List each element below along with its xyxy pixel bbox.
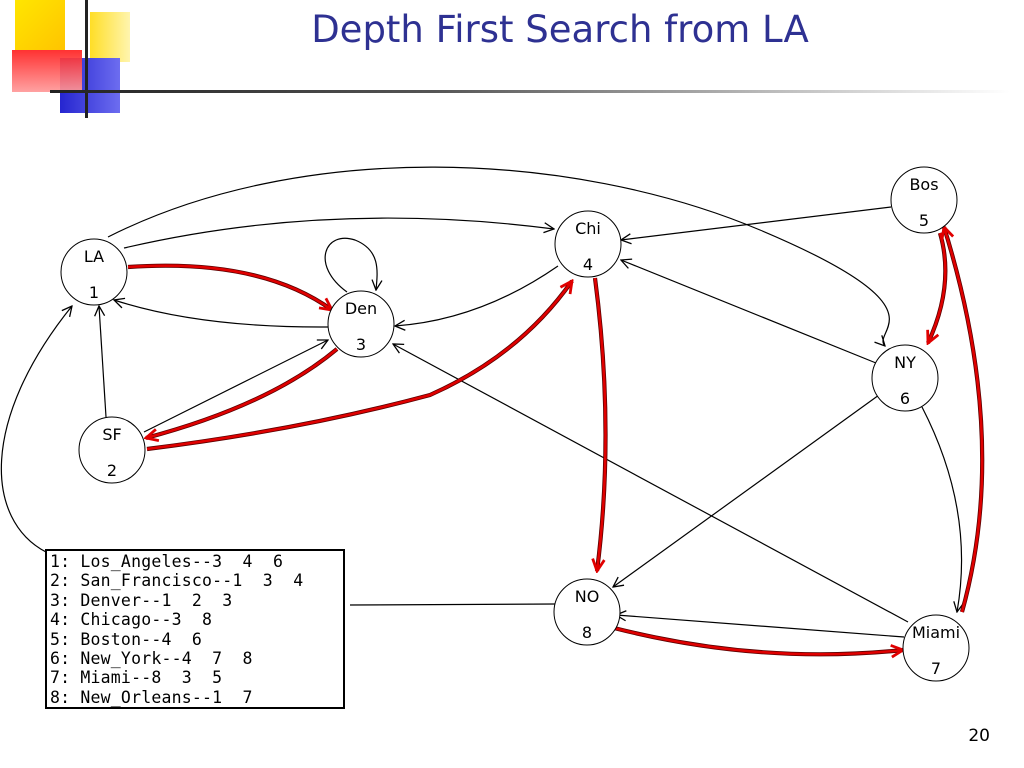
- node-number-label: 7: [931, 659, 941, 678]
- node-number-label: 4: [583, 255, 593, 274]
- adjacency-row: 2: San_Francisco--1 3 4: [50, 571, 304, 591]
- edge-sf-den: [143, 340, 328, 433]
- edge-chi-den: [395, 265, 559, 326]
- node-name-label: NY: [894, 353, 916, 372]
- edge-miami-den: [393, 344, 909, 623]
- slide-title: Depth First Search from LA: [311, 8, 809, 51]
- node-la: LA 1: [60, 238, 128, 306]
- node-miami: Miami 7: [902, 614, 970, 682]
- edge-den-la: [114, 300, 330, 328]
- dfs-edge-la-den: [127, 264, 332, 310]
- node-circle: [554, 210, 622, 278]
- node-circle: [327, 290, 395, 358]
- node-number-label: 5: [919, 211, 929, 230]
- dfs-edge-outline-la-den: [127, 263, 334, 312]
- deco-red-square: [12, 50, 82, 92]
- page-number: 20: [968, 726, 990, 746]
- edge-ny-no: [613, 394, 880, 587]
- node-name-label: Chi: [575, 219, 601, 238]
- adjacency-row: 6: New_York--4 7 8: [50, 649, 253, 669]
- node-number-label: 1: [89, 283, 99, 302]
- edge-miami-no: [616, 615, 905, 638]
- node-circle: [553, 578, 621, 646]
- deco-yellow-square: [15, 0, 65, 50]
- edge-la-chi: [123, 217, 554, 249]
- node-number-label: 6: [900, 389, 910, 408]
- adjacency-row: 8: New_Orleans--1 7: [50, 687, 253, 707]
- dfs-edge-sf-chi: [146, 281, 572, 451]
- node-name-label: LA: [84, 247, 104, 266]
- node-circle: [60, 238, 128, 306]
- dfs-edge-chi-no: [595, 277, 607, 571]
- node-circle: [871, 344, 939, 412]
- adjacency-row: 5: Boston--4 6: [50, 629, 203, 649]
- dfs-edge-den-sf: [146, 348, 338, 438]
- node-den: Den 3: [327, 290, 395, 358]
- edges-layer: [0, 166, 985, 657]
- node-circle: [902, 614, 970, 682]
- dfs-edge-outline-no-miami: [613, 625, 904, 657]
- deco-yellow-square-2: [90, 12, 130, 62]
- node-bos: Bos 5: [890, 166, 958, 234]
- adjacency-row: 3: Denver--1 2 3: [50, 590, 233, 610]
- adjacency-row: 4: Chicago--3 8: [50, 610, 213, 630]
- node-circle: [890, 166, 958, 234]
- node-no: NO 8: [553, 578, 621, 646]
- dfs-edge-outline-miami-bos: [941, 226, 985, 613]
- node-number-label: 2: [107, 461, 117, 480]
- dfs-edge-no-miami: [613, 626, 903, 654]
- node-name-label: Miami: [912, 623, 960, 642]
- adjacency-row: 1: Los_Angeles--3 4 6: [50, 552, 284, 571]
- node-name-label: SF: [102, 425, 121, 444]
- edge-ny-miami: [921, 406, 962, 612]
- edge-ny-chi: [621, 260, 877, 364]
- node-ny: NY 6: [871, 344, 939, 412]
- deco-vertical-line: [85, 0, 88, 118]
- edge-la-ny: [107, 166, 890, 346]
- adjacency-row: 7: Miami--8 3 5: [50, 668, 223, 688]
- node-name-label: NO: [575, 587, 600, 606]
- dfs-edge-miami-bos: [944, 227, 984, 613]
- edge-no-la: [0, 306, 556, 606]
- node-number-label: 3: [356, 335, 366, 354]
- edge-den-den: [324, 237, 377, 293]
- edge-bos-chi: [621, 206, 892, 240]
- node-name-label: Den: [345, 299, 377, 318]
- deco-horizontal-line: [50, 90, 1010, 93]
- node-circle: [78, 416, 146, 484]
- edge-sf-la: [99, 306, 107, 418]
- node-name-label: Bos: [909, 175, 938, 194]
- node-sf: SF 2: [78, 416, 146, 484]
- node-number-label: 8: [582, 623, 592, 642]
- dfs-edge-bos-ny: [928, 232, 947, 343]
- node-chi: Chi 4: [554, 210, 622, 278]
